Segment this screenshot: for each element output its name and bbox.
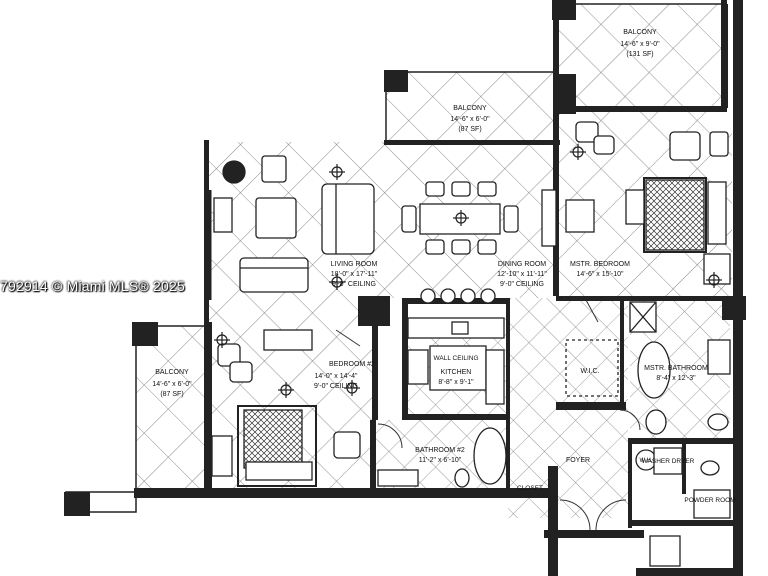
svg-text:9'-0" CEILING: 9'-0" CEILING [500, 281, 544, 288]
room-labels: BALCONY 14'-6" x 9'-0" (131 SF) BALCONY … [152, 29, 735, 504]
svg-text:POWDER ROOM: POWDER ROOM [684, 497, 735, 504]
ceiling-fixtures [214, 144, 722, 398]
svg-text:BALCONY: BALCONY [453, 105, 487, 112]
svg-text:MSTR. BATHROOM: MSTR. BATHROOM [644, 365, 708, 372]
svg-text:8'-8" x 9'-1": 8'-8" x 9'-1" [438, 379, 474, 386]
svg-text:14'-6" x 6'-0": 14'-6" x 6'-0" [152, 381, 192, 388]
mls-watermark: 792914 © Miami MLS® 2025 [0, 278, 185, 294]
svg-text:BEDROOM #2: BEDROOM #2 [329, 361, 375, 368]
furniture [211, 121, 731, 567]
svg-text:14'-0" x 14'-4": 14'-0" x 14'-4" [314, 373, 358, 380]
svg-text:BALCONY: BALCONY [155, 369, 189, 376]
svg-text:BALCONY: BALCONY [623, 29, 657, 36]
svg-text:DINING ROOM: DINING ROOM [498, 261, 546, 268]
svg-text:KITCHEN: KITCHEN [441, 369, 472, 376]
powder-room-label: POWDER ROOM [684, 497, 735, 504]
svg-text:WASHER DRYER: WASHER DRYER [642, 458, 695, 465]
svg-text:CLOSET: CLOSET [517, 485, 543, 492]
svg-text:FOYER: FOYER [566, 457, 590, 464]
balcony-railings [65, 3, 728, 513]
washer-dryer-label: WASHER DRYER [642, 458, 695, 465]
kitchen-label: WALL CEILING KITCHEN 8'-8" x 9'-1" [433, 355, 478, 386]
svg-text:9'-0" CEILING: 9'-0" CEILING [332, 281, 376, 288]
wic-label: W.I.C. [580, 368, 599, 375]
wh-label: W.H. [640, 458, 653, 464]
balcony-top-right-label: BALCONY 14'-6" x 9'-0" (131 SF) [620, 29, 660, 58]
master-bathroom-label: MSTR. BATHROOM 8'-4" x 12'-3" [644, 365, 708, 382]
door-swings [335, 299, 641, 531]
svg-text:14'-6" x 9'-0": 14'-6" x 9'-0" [620, 41, 660, 48]
svg-text:W.I.C.: W.I.C. [580, 368, 599, 375]
closet-label: CLOSET [517, 485, 543, 492]
svg-text:(131 SF): (131 SF) [626, 51, 653, 58]
balcony-top-label: BALCONY 14'-6" x 6'-0" (87 SF) [450, 105, 490, 133]
svg-text:(87 SF): (87 SF) [458, 126, 481, 133]
svg-text:W.H.: W.H. [640, 458, 653, 464]
svg-text:LIVING ROOM: LIVING ROOM [331, 261, 378, 268]
foyer-label: FOYER [566, 457, 590, 464]
living-room-label: LIVING ROOM 18'-0" x 17'-11" 9'-0" CEILI… [331, 261, 378, 288]
svg-text:8'-4" x 12'-3": 8'-4" x 12'-3" [656, 375, 696, 382]
svg-text:14'-6" x 6'-0": 14'-6" x 6'-0" [450, 116, 490, 123]
svg-text:MSTR. BEDROOM: MSTR. BEDROOM [570, 261, 630, 268]
svg-text:9'-0" CEILING: 9'-0" CEILING [314, 383, 358, 390]
svg-text:11'-2" x 6'-10": 11'-2" x 6'-10" [419, 457, 462, 464]
svg-text:14'-6" x 15'-10": 14'-6" x 15'-10" [577, 271, 624, 278]
svg-text:BATHROOM #2: BATHROOM #2 [415, 447, 465, 454]
master-bedroom-label: MSTR. BEDROOM 14'-6" x 15'-10" [570, 261, 630, 278]
svg-text:(87 SF): (87 SF) [160, 391, 183, 398]
svg-text:12'-10" x 11'-11": 12'-10" x 11'-11" [497, 271, 547, 278]
svg-text:WALL CEILING: WALL CEILING [433, 355, 478, 362]
dining-room-label: DINING ROOM 12'-10" x 11'-11" 9'-0" CEIL… [497, 261, 547, 288]
bedroom-2-label: BEDROOM #2 14'-0" x 14'-4" 9'-0" CEILING [314, 361, 375, 390]
bathroom-2-label: BATHROOM #2 11'-2" x 6'-10" [415, 447, 465, 464]
svg-text:18'-0" x 17'-11": 18'-0" x 17'-11" [331, 271, 378, 278]
balcony-left-label: BALCONY 14'-6" x 6'-0" (87 SF) [152, 369, 192, 398]
